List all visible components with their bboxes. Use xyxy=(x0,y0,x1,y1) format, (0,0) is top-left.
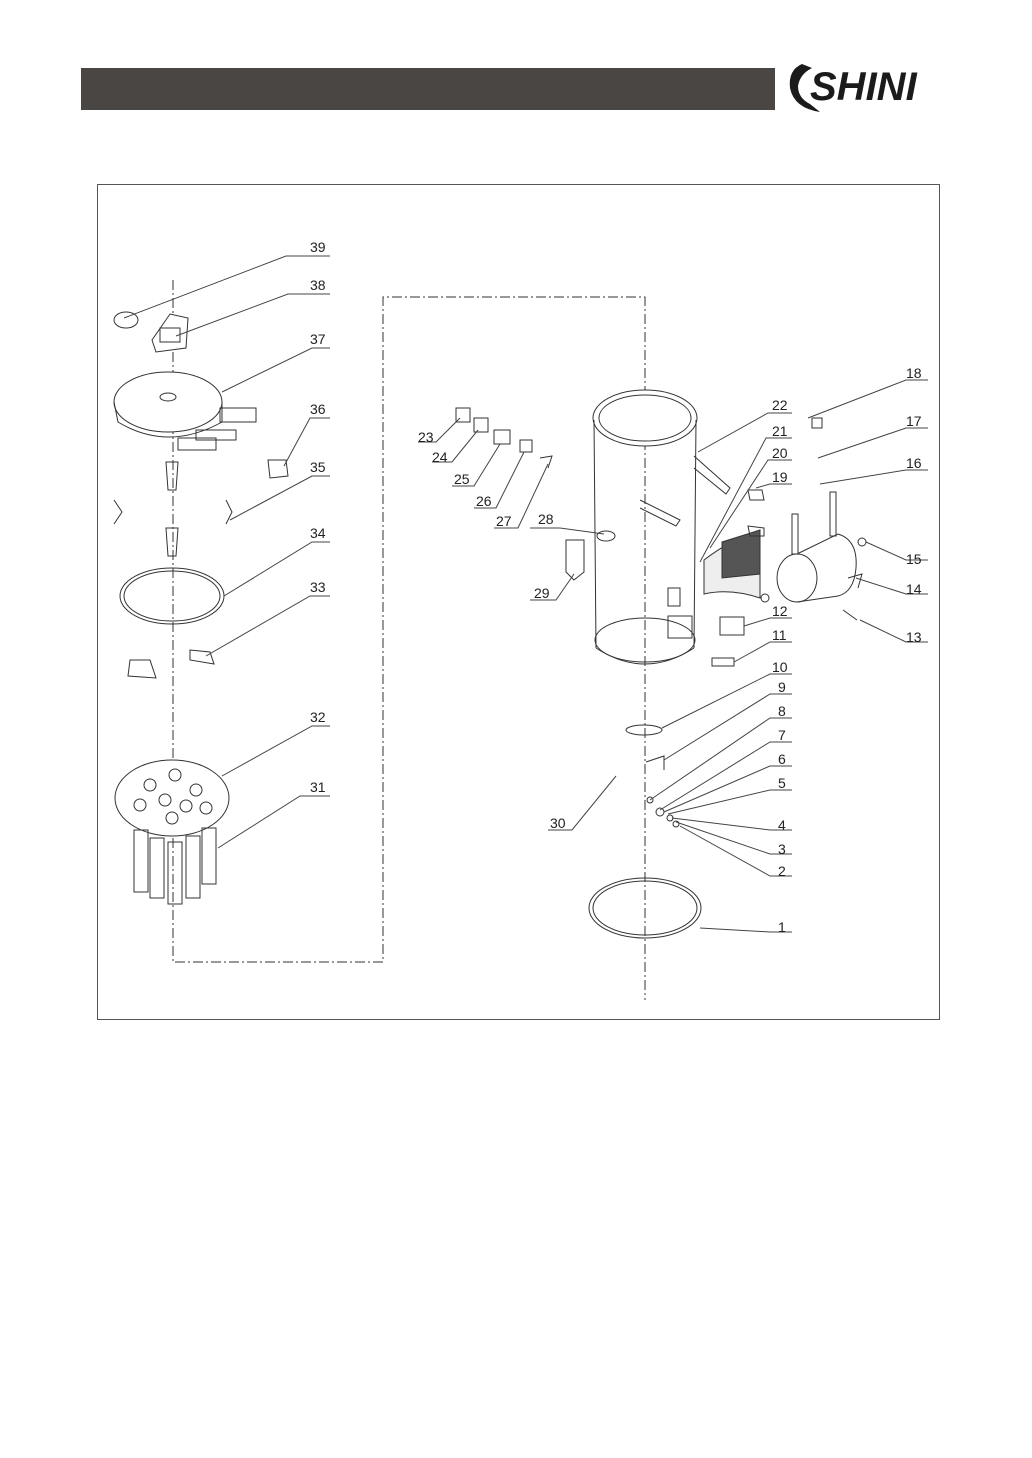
callout-29: 29 xyxy=(534,585,550,601)
callout-2: 2 xyxy=(778,863,786,879)
filter-plate-assembly xyxy=(115,760,229,904)
callout-7: 7 xyxy=(778,727,786,743)
callout-13: 13 xyxy=(906,629,922,645)
callout-17: 17 xyxy=(906,413,922,429)
callout-36: 36 xyxy=(310,401,326,417)
callout-12: 12 xyxy=(772,603,788,619)
callout-27: 27 xyxy=(496,513,512,529)
callout-38: 38 xyxy=(310,277,326,293)
callout-4: 4 xyxy=(778,817,786,833)
callout-23: 23 xyxy=(418,429,434,445)
guide-line-left xyxy=(173,280,645,1000)
callout-30: 30 xyxy=(550,815,566,831)
callout-37: 37 xyxy=(310,331,326,347)
callout-1: 1 xyxy=(778,919,786,935)
callout-14: 14 xyxy=(906,581,922,597)
callout-39: 39 xyxy=(310,239,326,255)
callout-34: 34 xyxy=(310,525,326,541)
callout-10: 10 xyxy=(772,659,788,675)
part-9 xyxy=(646,756,664,770)
callout-3: 3 xyxy=(778,841,786,857)
callout-19: 19 xyxy=(772,469,788,485)
callout-15: 15 xyxy=(906,551,922,567)
callout-6: 6 xyxy=(778,751,786,767)
callout-33: 33 xyxy=(310,579,326,595)
callout-11: 11 xyxy=(772,627,787,643)
callout-21: 21 xyxy=(772,423,788,439)
callout-35: 35 xyxy=(310,459,326,475)
callout-18: 18 xyxy=(906,365,922,381)
callout-9: 9 xyxy=(778,679,786,695)
callout-16: 16 xyxy=(906,455,922,471)
filter-screen xyxy=(704,530,760,598)
sealing-ring xyxy=(120,568,224,624)
part-11 xyxy=(712,658,734,666)
callout-26: 26 xyxy=(476,493,492,509)
callout-22: 22 xyxy=(772,397,788,413)
callout-labels: 39 38 37 36 35 34 33 32 31 18 17 16 15 1… xyxy=(310,239,922,935)
part-12 xyxy=(720,617,744,635)
main-cylinder xyxy=(593,390,730,664)
callout-32: 32 xyxy=(310,709,326,725)
blower-housing xyxy=(761,492,866,620)
callout-31: 31 xyxy=(310,779,326,795)
callout-28: 28 xyxy=(538,511,554,527)
hopper-lid xyxy=(114,372,256,450)
callout-8: 8 xyxy=(778,703,786,719)
callout-20: 20 xyxy=(772,445,788,461)
callout-24: 24 xyxy=(432,449,448,465)
part-10 xyxy=(626,725,662,735)
filter-regulator xyxy=(566,540,584,580)
callout-5: 5 xyxy=(778,775,786,791)
callout-25: 25 xyxy=(454,471,470,487)
